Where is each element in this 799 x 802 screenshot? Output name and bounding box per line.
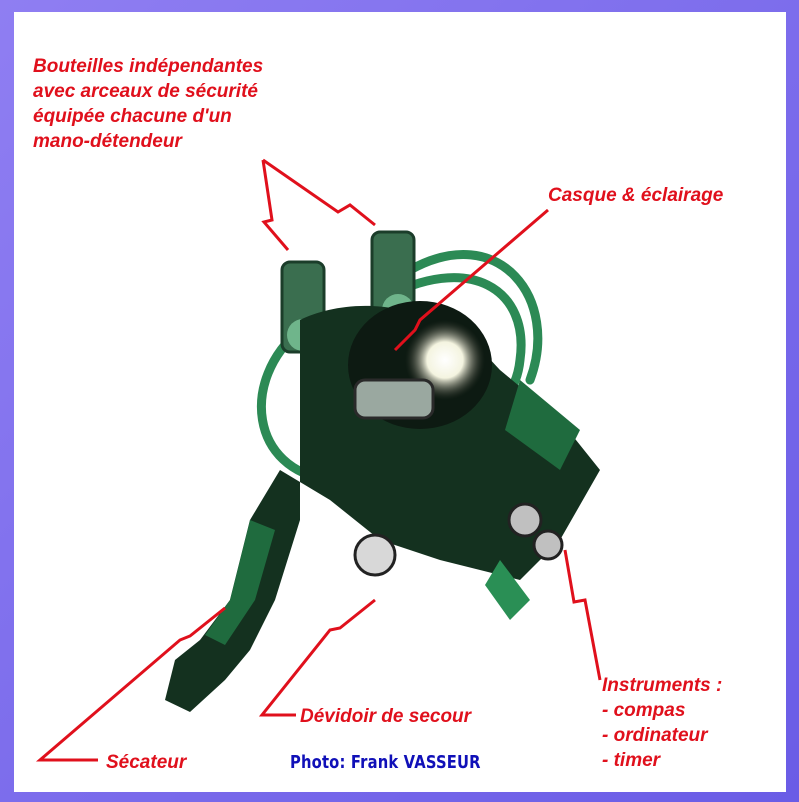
label-cylinders: Bouteilles indépendantes avec arceaux de… <box>33 54 263 154</box>
label-instrument-compass: - compas <box>602 698 685 723</box>
label-helmet-light: Casque & éclairage <box>548 183 723 208</box>
label-instrument-computer: - ordinateur <box>602 723 708 748</box>
label-instrument-timer: - timer <box>602 748 660 773</box>
label-instruments-title: Instruments : <box>602 673 722 698</box>
label-reel: Dévidoir de secour <box>300 704 471 729</box>
label-cutter: Sécateur <box>106 750 186 775</box>
photo-credit: Photo: Frank VASSEUR <box>290 752 481 773</box>
